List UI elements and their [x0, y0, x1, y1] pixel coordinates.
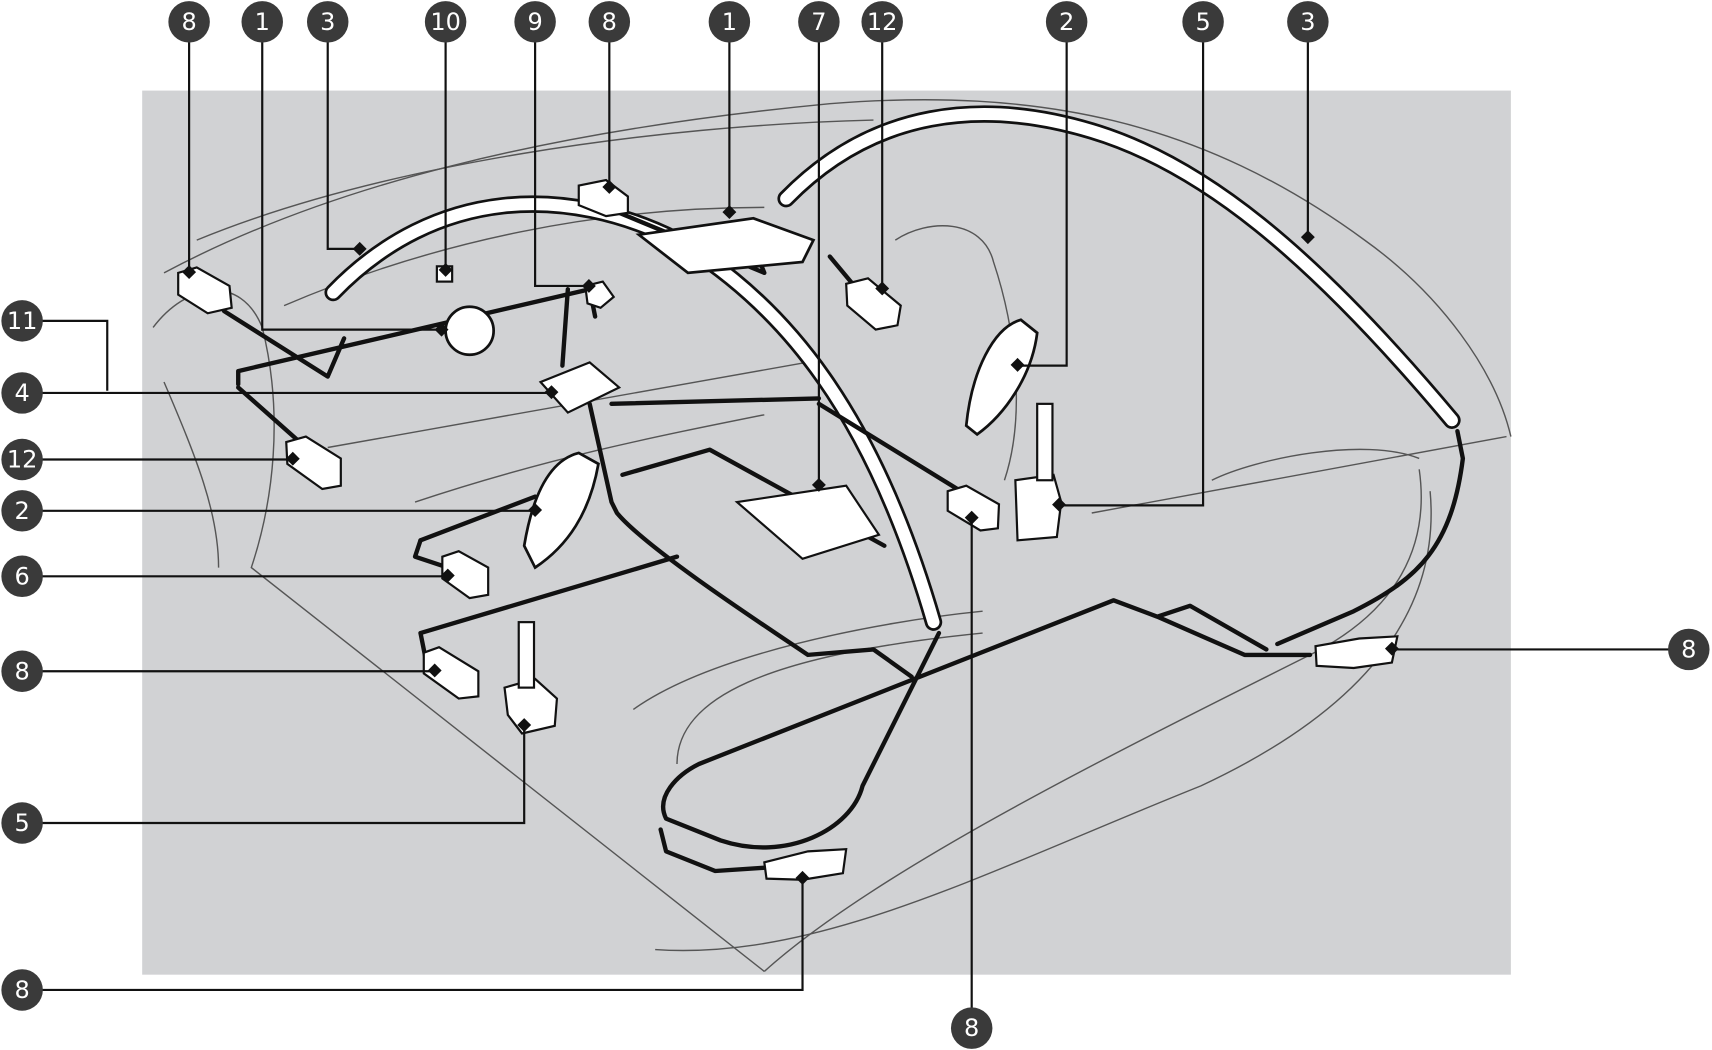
svg-text:9: 9 — [527, 8, 542, 36]
svg-text:2: 2 — [1059, 8, 1074, 36]
callout-4: 4 — [1, 372, 43, 414]
svg-text:8: 8 — [1681, 635, 1696, 663]
svg-text:8: 8 — [181, 8, 196, 36]
callout-11: 11 — [1, 300, 43, 342]
front-side-airbag-right — [964, 318, 1039, 437]
svg-text:12: 12 — [7, 446, 38, 474]
passenger-airbag — [635, 216, 816, 275]
callout-1: 1 — [241, 1, 283, 43]
callout-12: 12 — [861, 1, 903, 43]
callout-3: 3 — [306, 1, 349, 43]
impact-sensors — [177, 178, 1399, 881]
svg-text:6: 6 — [14, 562, 29, 590]
components — [177, 178, 1399, 881]
leader-lines — [22, 21, 1689, 1029]
svg-text:3: 3 — [320, 8, 335, 36]
callout-7: 7 — [798, 1, 840, 43]
callout-8: 8 — [168, 1, 210, 43]
svg-text:11: 11 — [7, 307, 38, 335]
callout-8: 8 — [1, 650, 43, 692]
svg-text:4: 4 — [14, 379, 29, 407]
svg-text:7: 7 — [811, 8, 826, 36]
front-side-airbag-left — [522, 451, 600, 570]
svg-text:10: 10 — [430, 8, 461, 36]
callout-8: 8 — [1668, 628, 1710, 671]
svg-text:5: 5 — [14, 809, 29, 837]
callout-1: 1 — [708, 1, 751, 43]
callout-5: 5 — [1, 802, 43, 844]
driver-airbag — [444, 305, 495, 357]
svg-text:2: 2 — [14, 497, 29, 525]
callout-8: 8 — [588, 1, 631, 43]
srs-unit — [538, 361, 622, 414]
svg-text:8: 8 — [602, 8, 617, 36]
callout-8: 8 — [950, 1007, 993, 1049]
callout-2: 2 — [1045, 1, 1088, 43]
svg-text:3: 3 — [1300, 8, 1315, 36]
svg-text:8: 8 — [14, 657, 29, 685]
occupant-sensor-mat — [734, 484, 881, 561]
callout-10: 10 — [424, 1, 467, 43]
callout-6: 6 — [1, 555, 43, 598]
callout-12: 12 — [1, 438, 43, 481]
callout-3: 3 — [1287, 1, 1329, 43]
svg-text:12: 12 — [867, 8, 898, 36]
svg-text:1: 1 — [255, 8, 270, 36]
callout-8: 8 — [1, 969, 43, 1011]
callout-5: 5 — [1182, 1, 1224, 43]
svg-text:8: 8 — [14, 976, 29, 1004]
svg-text:8: 8 — [964, 1014, 979, 1042]
callout-9: 9 — [514, 1, 556, 43]
callout-2: 2 — [1, 490, 43, 532]
svg-text:5: 5 — [1195, 8, 1210, 36]
svg-text:1: 1 — [722, 8, 737, 36]
seatbelt-tensioner-right — [1014, 473, 1063, 542]
